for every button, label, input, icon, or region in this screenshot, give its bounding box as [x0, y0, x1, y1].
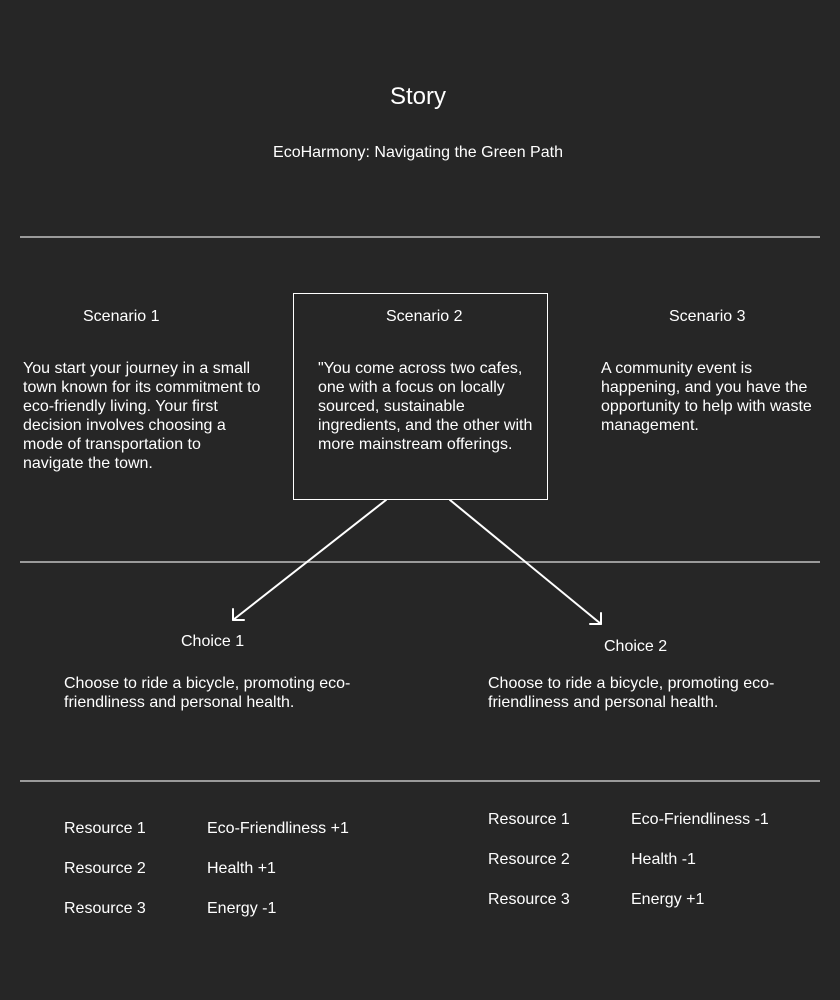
divider-middle [20, 561, 820, 563]
choice-1-resource-1-value: Eco-Friendliness +1 [207, 820, 349, 837]
choice-1-text: Choose to ride a bicycle, promoting eco-… [64, 675, 351, 711]
choice-1-resource-1-label: Resource 1 [64, 820, 146, 837]
choice-2-resource-3-label: Resource 3 [488, 891, 570, 908]
choice-2-heading: Choice 2 [604, 638, 668, 655]
story-subtitle: EcoHarmony: Navigating the Green Path [273, 144, 563, 161]
scenario-3-heading: Scenario 3 [669, 308, 746, 325]
arrow-to-choice-2-head [589, 612, 602, 625]
scenario-1-heading: Scenario 1 [83, 308, 160, 325]
choice-2-resource-1-label: Resource 1 [488, 811, 570, 828]
choice-2-resource-2-label: Resource 2 [488, 851, 570, 868]
choice-2-resource-1-value: Eco-Friendliness -1 [631, 811, 769, 828]
scenario-2-heading: Scenario 2 [386, 308, 463, 325]
choice-2-resource-3-value: Energy +1 [631, 891, 705, 908]
choice-1-resource-2-label: Resource 2 [64, 860, 146, 877]
choice-1-resource-3-value: Energy -1 [207, 900, 277, 917]
arrow-to-choice-1 [232, 499, 387, 621]
arrow-to-choice-1-head [232, 608, 245, 621]
scenario-1-text: You start your journey in a small town k… [23, 360, 261, 472]
divider-bottom [20, 780, 820, 782]
choice-1-heading: Choice 1 [181, 633, 245, 650]
page-title: Story [389, 83, 446, 110]
divider-top [20, 236, 820, 238]
choice-1-resource-3-label: Resource 3 [64, 900, 146, 917]
choice-1-resource-2-value: Health +1 [207, 860, 276, 877]
choice-2-resource-2-value: Health -1 [631, 851, 696, 868]
scenario-2-text: "You come across two cafes, one with a f… [318, 360, 533, 453]
scenario-3-text: A community event is happening, and you … [601, 360, 812, 434]
choice-2-text: Choose to ride a bicycle, promoting eco-… [488, 675, 775, 711]
scenario-2-card[interactable] [293, 293, 548, 500]
